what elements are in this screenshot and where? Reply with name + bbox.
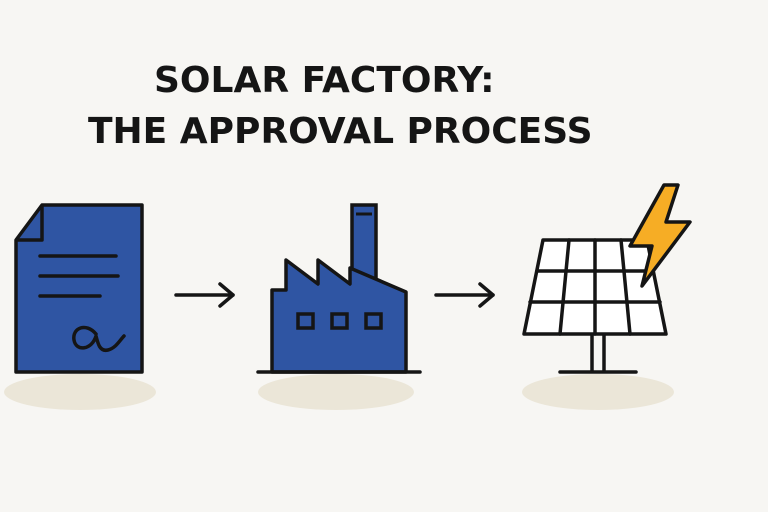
arrow-right-icon (174, 282, 235, 308)
solar-panel-grid (528, 238, 662, 336)
factory-window (296, 312, 315, 330)
factory-window (364, 312, 383, 330)
title-line-2: THE APPROVAL PROCESS (88, 111, 593, 152)
signed-document-icon (4, 203, 156, 410)
document-shadow (4, 374, 156, 410)
document-sheet (14, 203, 144, 374)
factory-window (330, 312, 349, 330)
document-folded-corner (16, 205, 44, 242)
lightning-bolt-icon (628, 183, 692, 288)
solar-panel-icon (522, 238, 674, 410)
factory-shadow (258, 374, 414, 410)
solar-panel-shadow (522, 374, 674, 410)
factory-building (270, 258, 408, 374)
title-line-1: SOLAR FACTORY: (154, 60, 495, 101)
arrow-right-icon (434, 282, 495, 308)
signature-mark (72, 325, 126, 353)
factory-icon (256, 203, 422, 410)
